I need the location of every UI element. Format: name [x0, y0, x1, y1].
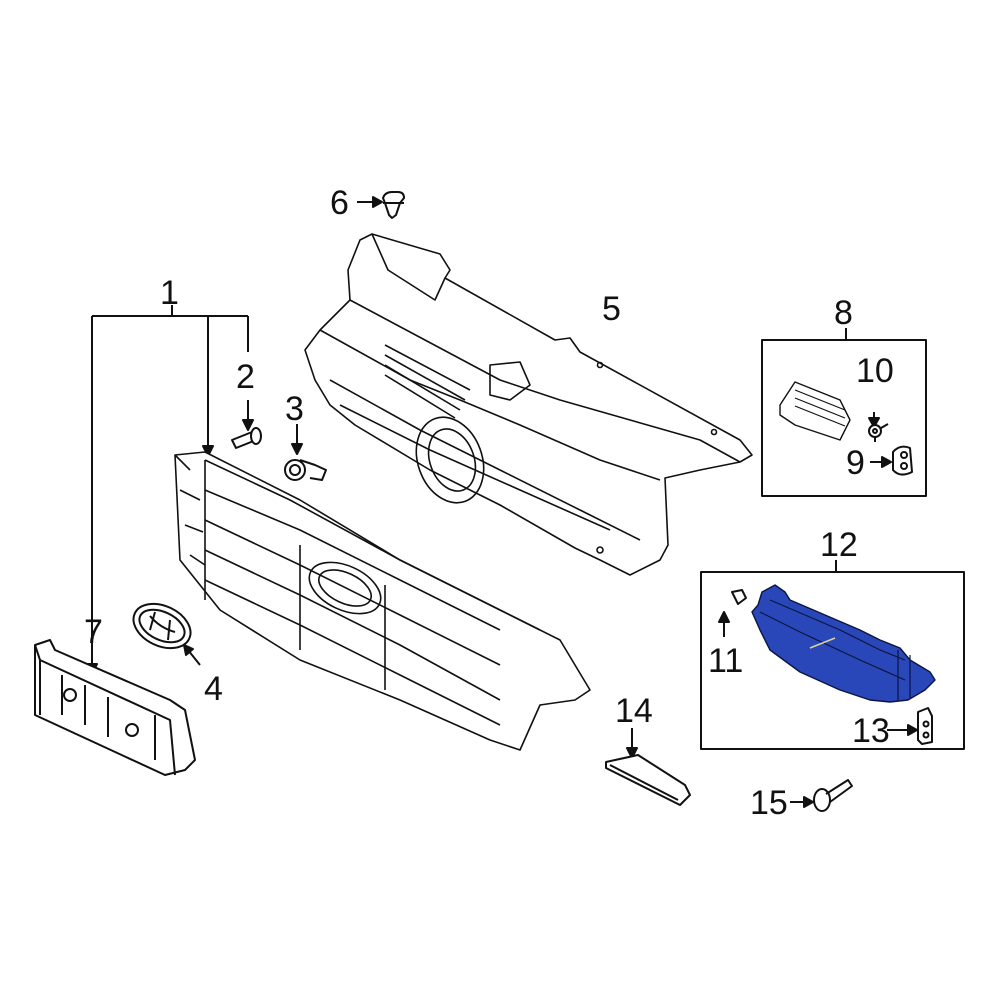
callout-label-4: 4 [204, 670, 223, 708]
callout-label-7: 7 [84, 613, 103, 651]
part-4-emblem [132, 602, 201, 666]
callout-1-leader [91, 305, 249, 580]
part-14-lower-bracket [605, 728, 691, 806]
part-5-mounting-panel [304, 233, 753, 576]
callout-8-box [761, 328, 927, 497]
callout-label-10: 10 [856, 352, 894, 390]
part-3-sensor [284, 424, 327, 481]
callout-label-2: 2 [236, 358, 255, 396]
callout-label-6: 6 [330, 184, 349, 222]
callout-label-14: 14 [615, 692, 653, 730]
part-1-grille [174, 451, 591, 751]
callout-label-8: 8 [834, 294, 853, 332]
part-7-license-bracket [34, 580, 196, 776]
callout-label-1: 1 [160, 274, 179, 312]
callout-label-9: 9 [846, 444, 865, 482]
callout-label-12: 12 [820, 526, 858, 564]
part-15-bolt [790, 779, 853, 812]
callout-label-15: 15 [750, 784, 788, 822]
callout-label-13: 13 [852, 712, 890, 750]
callout-12-box [700, 560, 965, 750]
part-2-bolt [231, 400, 262, 449]
part-12-air-guide [751, 584, 936, 703]
callout-label-5: 5 [602, 290, 621, 328]
callout-label-11: 11 [708, 642, 744, 680]
callout-label-3: 3 [285, 390, 304, 428]
part-6-push-clip [357, 191, 405, 219]
